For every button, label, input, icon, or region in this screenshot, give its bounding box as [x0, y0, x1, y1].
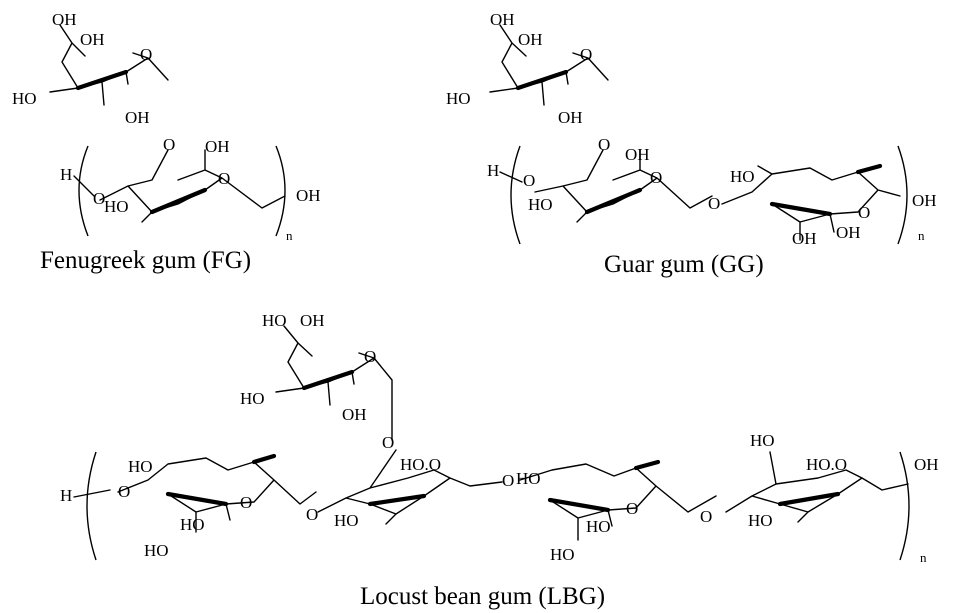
gg-chain-o: O	[523, 171, 535, 190]
fg-ring-o-2: O	[218, 169, 230, 188]
lbg-ho-8: HO	[750, 431, 775, 450]
gg-h-end: H	[487, 161, 499, 180]
lbg-ho-2: HO	[180, 515, 205, 534]
fg-repeat-n: n	[286, 228, 293, 243]
lbg-ho-top: HO	[262, 311, 287, 330]
gg-oh-top: OH	[490, 10, 515, 29]
lbg-h-end: H	[60, 486, 72, 505]
gg-repeat-n: n	[918, 228, 925, 243]
lbg-mannose-ring-4: HO HO.O HO OH	[725, 431, 939, 530]
fg-mannose-ring: OH O O HO H OH	[60, 137, 321, 223]
lbg-oh-mid: OH	[342, 405, 367, 424]
lbg-repeat-n: n	[920, 550, 927, 565]
lbg-caption: Locust bean gum (LBG)	[360, 583, 605, 610]
gg-left-bracket	[510, 145, 521, 245]
lbg-left-bracket	[86, 451, 97, 561]
fg-right-bracket	[275, 145, 286, 237]
lbg-link-o-4: O	[700, 507, 712, 526]
fg-link-o: O	[163, 135, 175, 154]
lbg-mannose-ring-2: HO.O HO O	[317, 449, 514, 530]
gg-ring-o-3: O	[858, 203, 870, 222]
lbg-ho-4: HO	[334, 511, 359, 530]
fg-galactose-ring: OH OH O HO OH O	[12, 10, 175, 154]
gg-oh-backbone: OH	[625, 145, 650, 164]
lbg-link-o: O	[382, 433, 394, 452]
gg-caption: Guar gum (GG)	[604, 251, 764, 278]
lbg-hoo-2: HO.O	[806, 455, 847, 474]
lbg-ho-6: HO	[586, 517, 611, 536]
fg-left-bracket	[78, 145, 89, 237]
lbg-ho-7: HO	[550, 545, 575, 564]
fg-oh-top: OH	[52, 10, 77, 29]
gg-ring-o-1: O	[580, 45, 592, 64]
gg-oh-bottom: OH	[792, 229, 817, 248]
lbg-ring-o-2: O	[240, 493, 252, 512]
fg-h-end: H	[60, 165, 72, 184]
lbg-ho-9: HO	[748, 511, 773, 530]
lbg-hoo: HO.O	[400, 455, 441, 474]
fg-ho-backbone: HO	[104, 197, 129, 216]
gg-link-o: O	[598, 135, 610, 154]
lbg-ho-1: HO	[128, 457, 153, 476]
gg-galactose-ring: OH OH O HO OH O	[446, 10, 610, 154]
lbg-link-o-3: O	[502, 471, 514, 490]
lbg-mannose-ring-3: HO O HO HO O	[516, 459, 717, 564]
fg-ring-o-1: O	[140, 45, 152, 64]
gg-ho-left: HO	[446, 89, 471, 108]
fg-chain-o: O	[93, 189, 105, 208]
lbg-ho-left: HO	[240, 389, 265, 408]
lbg-galactose-ring: HO OH O HO OH O	[240, 311, 394, 452]
lbg-oh-top: OH	[300, 311, 325, 330]
lbg-ring-o-1: O	[364, 347, 376, 366]
gg-mannose-ring-2: HO O OH OH OH	[721, 163, 937, 248]
gg-ho-backbone: HO	[528, 195, 553, 214]
lbg-chain-o-1: O	[118, 482, 130, 501]
gg-right-bracket	[897, 145, 908, 245]
lbg-link-o-2: O	[306, 505, 318, 524]
lbg-right-bracket	[899, 451, 910, 561]
fg-oh-end: OH	[296, 186, 321, 205]
fg-oh-backbone: OH	[205, 137, 230, 156]
lbg-oh-end: OH	[914, 455, 939, 474]
gg-oh-top-2: OH	[518, 30, 543, 49]
fenugreek-gum-structure: OH OH O HO OH O OH O O HO H OH n Fenugre…	[12, 10, 321, 274]
guar-gum-structure: OH OH O HO OH O OH O O HO H O HO O OH OH…	[446, 10, 937, 278]
gg-oh-end: OH	[912, 191, 937, 210]
locust-bean-gum-structure: HO OH O HO OH O HO O H O HO HO O HO.O HO…	[60, 311, 939, 610]
gg-oh-mid: OH	[558, 108, 583, 127]
lbg-ho-5: HO	[516, 469, 541, 488]
gg-mannose-ring-1: OH O O HO H O	[487, 145, 720, 223]
fg-oh-mid: OH	[125, 108, 150, 127]
gg-ring-o-2: O	[650, 168, 662, 187]
lbg-ho-3: HO	[144, 541, 169, 560]
gg-oh-bottom-2: OH	[836, 223, 861, 242]
lbg-ring-o-3: O	[626, 499, 638, 518]
gg-link-o-2: O	[708, 194, 720, 213]
fg-ho-left: HO	[12, 89, 37, 108]
lbg-mannose-ring-1: HO O H O HO HO O	[60, 453, 318, 560]
fg-caption: Fenugreek gum (FG)	[40, 247, 251, 274]
gg-ho-right: HO	[730, 167, 755, 186]
fg-oh-top-2: OH	[80, 30, 105, 49]
